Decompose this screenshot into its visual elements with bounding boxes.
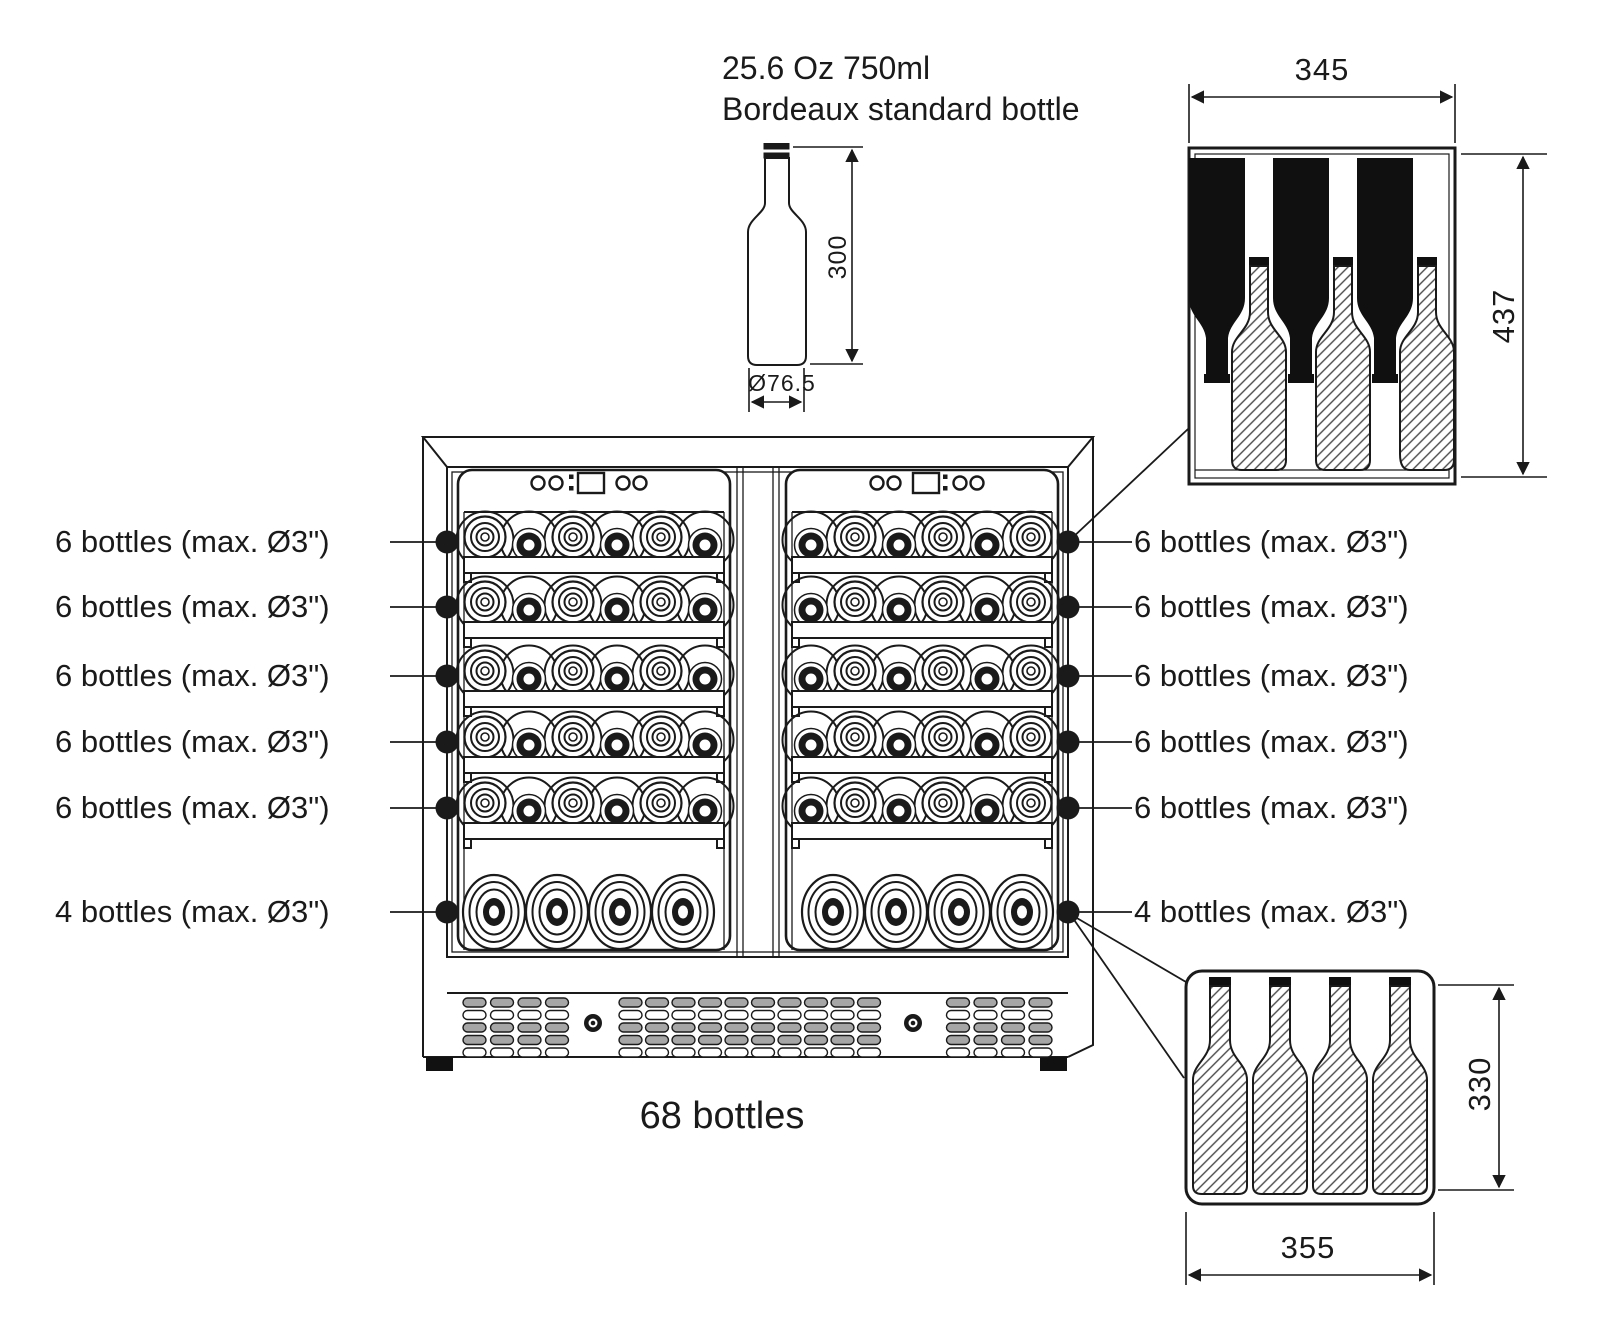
door-left (457, 468, 734, 952)
rack-label-left-2: 6 bottles (max. Ø3") (55, 589, 330, 624)
upper-rack-width-value: 345 (1294, 52, 1350, 87)
control-panel-right (869, 471, 985, 495)
rack-label-right-1: 6 bottles (max. Ø3") (1134, 524, 1409, 559)
lower-rack-width-value: 355 (1280, 1230, 1336, 1265)
door-right (783, 468, 1060, 952)
control-panel-left (530, 471, 648, 495)
bottle-height-dimension (793, 146, 863, 365)
rack-label-right-5: 6 bottles (max. Ø3") (1134, 790, 1409, 825)
rack-label-right-3: 6 bottles (max. Ø3") (1134, 658, 1409, 693)
upper-rack-depth-dimension (1461, 153, 1547, 478)
bottle-diameter-dimension (748, 368, 805, 412)
total-capacity-label: 68 bottles (639, 1095, 805, 1137)
rack-label-left-5: 6 bottles (max. Ø3") (55, 790, 330, 825)
upper-rack-width-dimension (1188, 84, 1456, 143)
lower-rack-width-dimension (1185, 1212, 1435, 1285)
leader-lines (390, 428, 1189, 1079)
display-right (911, 471, 941, 495)
rack-label-right-2: 6 bottles (max. Ø3") (1134, 589, 1409, 624)
display-left (576, 471, 606, 495)
bottle-height-value: 300 (824, 234, 852, 280)
vent-grille (463, 998, 1052, 1057)
bottle-spec-line1: 25.6 Oz 750ml (722, 50, 931, 86)
bottle-spec-line2: Bordeaux standard bottle (722, 91, 1080, 127)
inverted-bottles (1189, 158, 1413, 383)
screw-left (584, 1014, 602, 1032)
upright-bottles (1231, 257, 1455, 471)
rack-label-left-3: 6 bottles (max. Ø3") (55, 658, 330, 693)
wine-cooler-front-view (420, 436, 1096, 1071)
upper-rack-detail (1187, 84, 1547, 486)
upper-rack-depth-value: 437 (1486, 288, 1521, 344)
bottle-side-view (747, 143, 863, 412)
standing-bottles (1192, 977, 1428, 1195)
left-foot (426, 1057, 453, 1071)
rack-label-right-6: 4 bottles (max. Ø3") (1134, 894, 1409, 929)
right-foot (1040, 1057, 1067, 1071)
lower-rack-detail (1184, 969, 1514, 1285)
rack-label-left-1: 6 bottles (max. Ø3") (55, 524, 330, 559)
screw-right (904, 1014, 922, 1032)
bottle-diameter-value: Ø76.5 (748, 370, 816, 396)
lower-rack-depth-dimension (1438, 984, 1514, 1191)
lower-rack-depth-value: 330 (1462, 1056, 1497, 1112)
rack-label-left-4: 6 bottles (max. Ø3") (55, 724, 330, 759)
rack-label-left-6: 4 bottles (max. Ø3") (55, 894, 330, 929)
rack-label-right-4: 6 bottles (max. Ø3") (1134, 724, 1409, 759)
